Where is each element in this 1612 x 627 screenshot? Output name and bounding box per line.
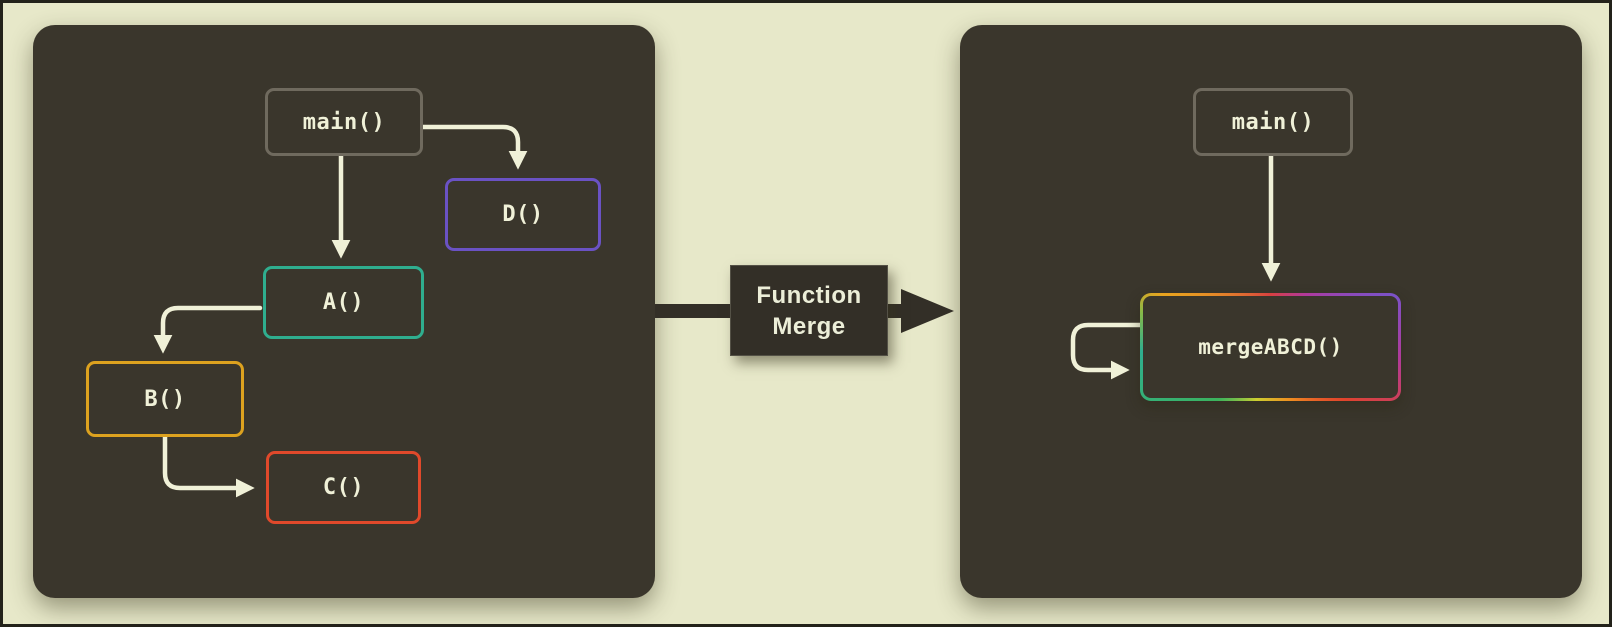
node-main-right-label: main() (1231, 109, 1315, 135)
node-a: A() (263, 266, 424, 339)
node-merge-abcd-body: mergeABCD() (1143, 296, 1398, 398)
function-merge-line2: Merge (772, 312, 846, 340)
transform-arrow-head (901, 289, 954, 333)
node-c-label: C() (322, 475, 365, 500)
node-d: D() (445, 178, 601, 251)
function-merge-label-box: Function Merge (730, 265, 888, 356)
node-merge-abcd: mergeABCD() (1140, 293, 1401, 401)
node-b-label: B() (144, 386, 186, 412)
node-main-left: main() (265, 88, 423, 156)
node-c: C() (266, 451, 421, 524)
node-a-label: A() (322, 290, 365, 315)
function-merge-line1: Function (756, 281, 862, 309)
node-main-left-label: main() (302, 109, 386, 135)
node-d-label: D() (502, 202, 544, 227)
node-merge-abcd-label: mergeABCD() (1198, 335, 1343, 359)
node-b: B() (86, 361, 244, 437)
node-main-right: main() (1193, 88, 1353, 156)
